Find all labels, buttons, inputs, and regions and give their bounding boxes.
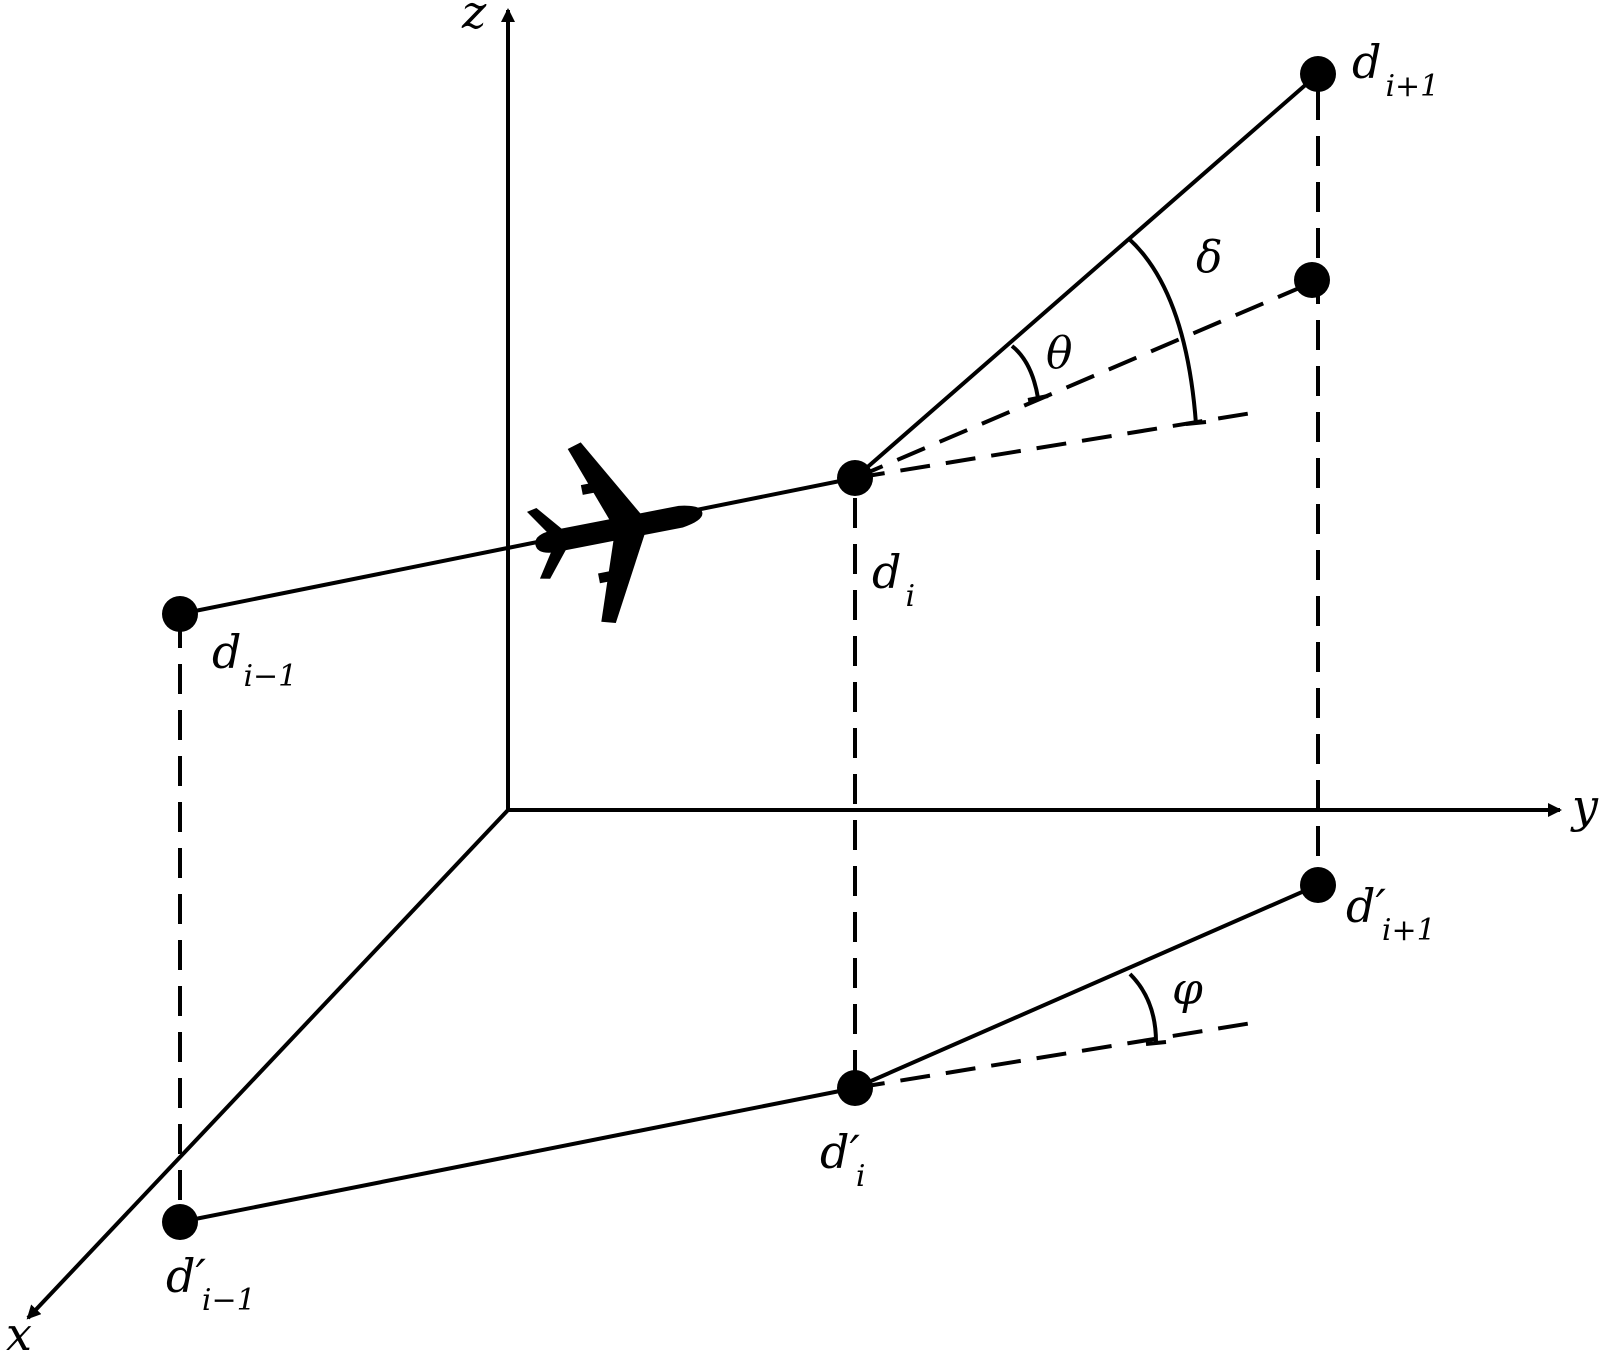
- label-d-next-base: d: [1352, 35, 1381, 89]
- label-dp-prev: d′i−1: [166, 1249, 256, 1318]
- point-d-i: [837, 460, 873, 496]
- y-axis-label: y: [1570, 779, 1599, 833]
- delta-arc-tick: [1185, 420, 1207, 426]
- label-dp-i-prime: ′: [849, 1125, 860, 1179]
- svg-text:d′i−1: d′i−1: [166, 1249, 256, 1318]
- point-d-next: [1300, 56, 1336, 92]
- phi-arc-tick: [1145, 1040, 1167, 1046]
- svg-text:d′i: d′i: [820, 1125, 866, 1194]
- label-dp-i-sub: i: [856, 1159, 866, 1194]
- label-dp-next-prime: ′: [1375, 879, 1386, 933]
- theta-arc-tick: [1027, 394, 1049, 402]
- reference-dashed-upper: [854, 278, 1319, 480]
- label-d-i-base: d: [872, 545, 901, 599]
- trajectory-segment-prev: [179, 476, 856, 616]
- projected-reference-dashed: [854, 1020, 1259, 1090]
- angle-phi-label: φ: [1172, 964, 1203, 1015]
- projected-segment-prev: [179, 1086, 856, 1224]
- label-d-next-sub: i+1: [1385, 69, 1439, 104]
- label-dp-i-base: d: [820, 1125, 849, 1179]
- svg-text:di+1: di+1: [1352, 35, 1439, 104]
- point-dp-prev: [162, 1204, 198, 1240]
- phi-arc: [1128, 972, 1158, 1043]
- label-dp-i: d′i: [820, 1125, 866, 1194]
- x-axis: [26, 808, 510, 1320]
- trajectory-segment-next: [853, 72, 1320, 480]
- label-d-prev-sub: i−1: [243, 659, 297, 694]
- point-d-next-projection-upper: [1294, 262, 1330, 298]
- label-d-prev-base: d: [212, 625, 241, 679]
- label-dp-prev-base: d: [166, 1249, 195, 1303]
- svg-text:di: di: [872, 545, 915, 614]
- label-d-i-sub: i: [905, 579, 915, 614]
- svg-text:di−1: di−1: [212, 625, 297, 694]
- airplane-icon: [526, 442, 703, 623]
- svg-text:d′i+1: d′i+1: [1346, 879, 1436, 948]
- label-dp-next-sub: i+1: [1382, 913, 1436, 948]
- projected-segment-next: [854, 883, 1319, 1090]
- angle-delta-label: δ: [1196, 232, 1223, 283]
- point-dp-i: [837, 1070, 873, 1106]
- x-axis-label: x: [6, 1307, 32, 1361]
- z-axis-label: z: [461, 0, 487, 39]
- delta-arc: [1126, 236, 1198, 425]
- label-dp-next-base: d: [1346, 879, 1375, 933]
- label-dp-prev-sub: i−1: [202, 1283, 256, 1318]
- angle-theta-label: θ: [1046, 328, 1073, 379]
- label-d-prev: di−1: [212, 625, 297, 694]
- point-dp-next: [1300, 867, 1336, 903]
- point-d-prev: [162, 596, 198, 632]
- label-dp-next: d′i+1: [1346, 879, 1436, 948]
- label-dp-prev-prime: ′: [195, 1249, 206, 1303]
- theta-arc: [1010, 344, 1040, 399]
